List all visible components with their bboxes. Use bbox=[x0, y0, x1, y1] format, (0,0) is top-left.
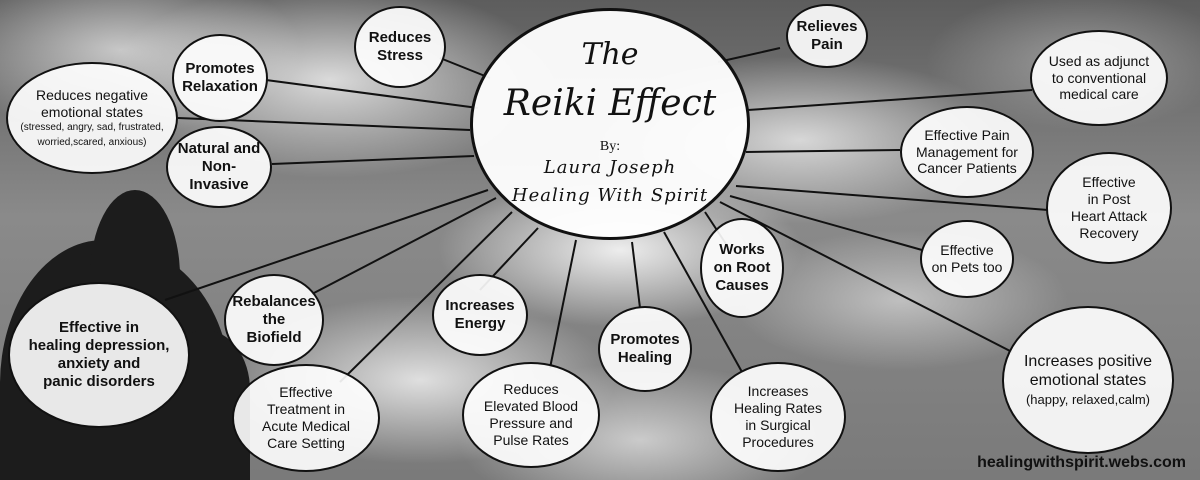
node-line: panic disorders bbox=[43, 373, 155, 390]
node-line: Used as adjunct bbox=[1048, 52, 1150, 69]
node-surgical: Increases Healing Rates in Surgical Proc… bbox=[710, 362, 846, 472]
connector-blood-pressure bbox=[549, 239, 577, 369]
node-line: Effective in bbox=[58, 319, 140, 336]
node-line: Procedures bbox=[742, 433, 814, 450]
node-line: Stress bbox=[377, 47, 423, 64]
node-healing: Promotes Healing bbox=[598, 306, 692, 392]
node-line: in Surgical bbox=[745, 417, 811, 433]
connector-reduces-stress bbox=[439, 57, 491, 79]
node-heart-attack: Effective in Post Heart Attack Recovery bbox=[1046, 152, 1172, 264]
node-line: Reduces bbox=[368, 29, 432, 46]
author-name: Laura Joseph bbox=[543, 157, 677, 178]
connector-adjunct bbox=[747, 89, 1033, 111]
node-pets: Effective on Pets too bbox=[920, 220, 1014, 298]
node-sub: (stressed, angry, sad, frustrated, bbox=[20, 122, 164, 134]
node-acute: Effective Treatment in Acute Medical Car… bbox=[232, 364, 380, 472]
node-line: Acute Medical bbox=[262, 418, 350, 434]
node-depression: Effective in healing depression, anxiety… bbox=[8, 282, 190, 428]
node-positive: Increases positive emotional states (hap… bbox=[1002, 306, 1174, 454]
node-line: in Post bbox=[1087, 191, 1131, 208]
node-line: Heart Attack bbox=[1070, 208, 1148, 224]
title-by: By: bbox=[599, 139, 621, 154]
node-line: Rebalances bbox=[232, 293, 316, 310]
node-line: Relieves bbox=[796, 18, 858, 35]
node-line: on Root bbox=[713, 259, 771, 276]
node-natural: Natural and Non-Invasive bbox=[166, 126, 272, 208]
title-main: Reiki Effect bbox=[503, 83, 717, 124]
node-line: medical care bbox=[1059, 86, 1139, 103]
connector-acute bbox=[339, 211, 513, 383]
node-line: Cancer Patients bbox=[917, 160, 1017, 177]
node-line: anxiety and bbox=[57, 355, 141, 372]
node-line: Effective bbox=[279, 384, 333, 401]
connector-surgical bbox=[663, 231, 743, 373]
node-line: Promotes bbox=[610, 331, 680, 348]
node-line: Recovery bbox=[1079, 224, 1139, 241]
title-the: The bbox=[581, 37, 639, 72]
node-line: Works bbox=[719, 241, 765, 258]
node-blood-pressure: Reduces Elevated Blood Pressure and Puls… bbox=[462, 362, 600, 468]
connector-promotes-relaxation bbox=[265, 79, 479, 109]
connector-pain-cancer bbox=[745, 149, 901, 153]
node-relieves-pain: Relieves Pain bbox=[786, 4, 868, 68]
connector-biofield bbox=[311, 197, 497, 295]
node-line: healing depression, bbox=[28, 337, 170, 354]
node-line: Causes bbox=[715, 277, 769, 294]
node-line: Increases positive bbox=[1023, 353, 1153, 371]
node-line: Healing bbox=[617, 349, 673, 366]
node-line: Increases bbox=[445, 297, 515, 314]
node-line: the Biofield bbox=[246, 311, 302, 346]
node-line: Healing Rates bbox=[734, 400, 822, 417]
node-line: Elevated Blood bbox=[483, 398, 579, 415]
node-line: Pulse Rates bbox=[493, 431, 569, 448]
node-line: emotional states bbox=[41, 103, 143, 120]
node-line: Pressure and bbox=[489, 415, 573, 431]
node-line: Reduces negative bbox=[35, 86, 149, 103]
node-line: Promotes bbox=[185, 60, 255, 77]
node-line: Energy bbox=[454, 315, 506, 332]
connector-relieves-pain bbox=[717, 47, 781, 63]
node-line: Effective bbox=[1082, 174, 1136, 191]
node-line: Relaxation bbox=[182, 78, 258, 95]
connector-natural bbox=[271, 155, 475, 165]
node-line: Non-Invasive bbox=[189, 158, 249, 193]
node-line: Effective Pain bbox=[924, 126, 1010, 143]
node-adjunct: Used as adjunct to conventional medical … bbox=[1030, 30, 1168, 126]
node-root-causes: Works on Root Causes bbox=[700, 218, 784, 318]
node-line: to conventional bbox=[1051, 69, 1147, 86]
node-biofield: Rebalances the Biofield bbox=[224, 274, 324, 366]
node-line: Effective bbox=[940, 242, 994, 259]
node-promotes-relaxation: Promotes Relaxation bbox=[172, 34, 268, 122]
website-url: healingwithspirit.webs.com bbox=[977, 454, 1186, 471]
node-reduces-stress: Reduces Stress bbox=[354, 6, 446, 88]
node-reduces-negative: Reduces negative emotional states (stres… bbox=[6, 62, 178, 174]
connector-healing bbox=[631, 241, 641, 309]
connector-positive bbox=[719, 201, 1013, 353]
node-line: Management for bbox=[916, 143, 1018, 160]
connector-heart-attack bbox=[735, 185, 1049, 211]
node-line: Reduces bbox=[503, 381, 559, 398]
connector-pets bbox=[729, 195, 923, 251]
node-line: on Pets too bbox=[931, 259, 1003, 275]
node-line: Treatment in bbox=[266, 401, 346, 418]
node-line: emotional states bbox=[1029, 372, 1147, 390]
node-line: Care Setting bbox=[267, 434, 345, 451]
organization-name: Healing With Spirit bbox=[511, 185, 709, 206]
node-energy: Increases Energy bbox=[432, 274, 528, 356]
node-line: Natural and bbox=[177, 140, 261, 157]
center-title-bubble: The Reiki Effect By: Laura Joseph Healin… bbox=[470, 8, 750, 240]
node-sub: worried,scared, anxious) bbox=[37, 136, 147, 148]
node-pain-cancer: Effective Pain Management for Cancer Pat… bbox=[900, 106, 1034, 198]
node-line: Increases bbox=[747, 383, 809, 400]
connector-depression bbox=[164, 189, 489, 301]
node-sub: (happy, relaxed,calm) bbox=[1025, 392, 1151, 408]
node-line: Pain bbox=[811, 36, 843, 53]
